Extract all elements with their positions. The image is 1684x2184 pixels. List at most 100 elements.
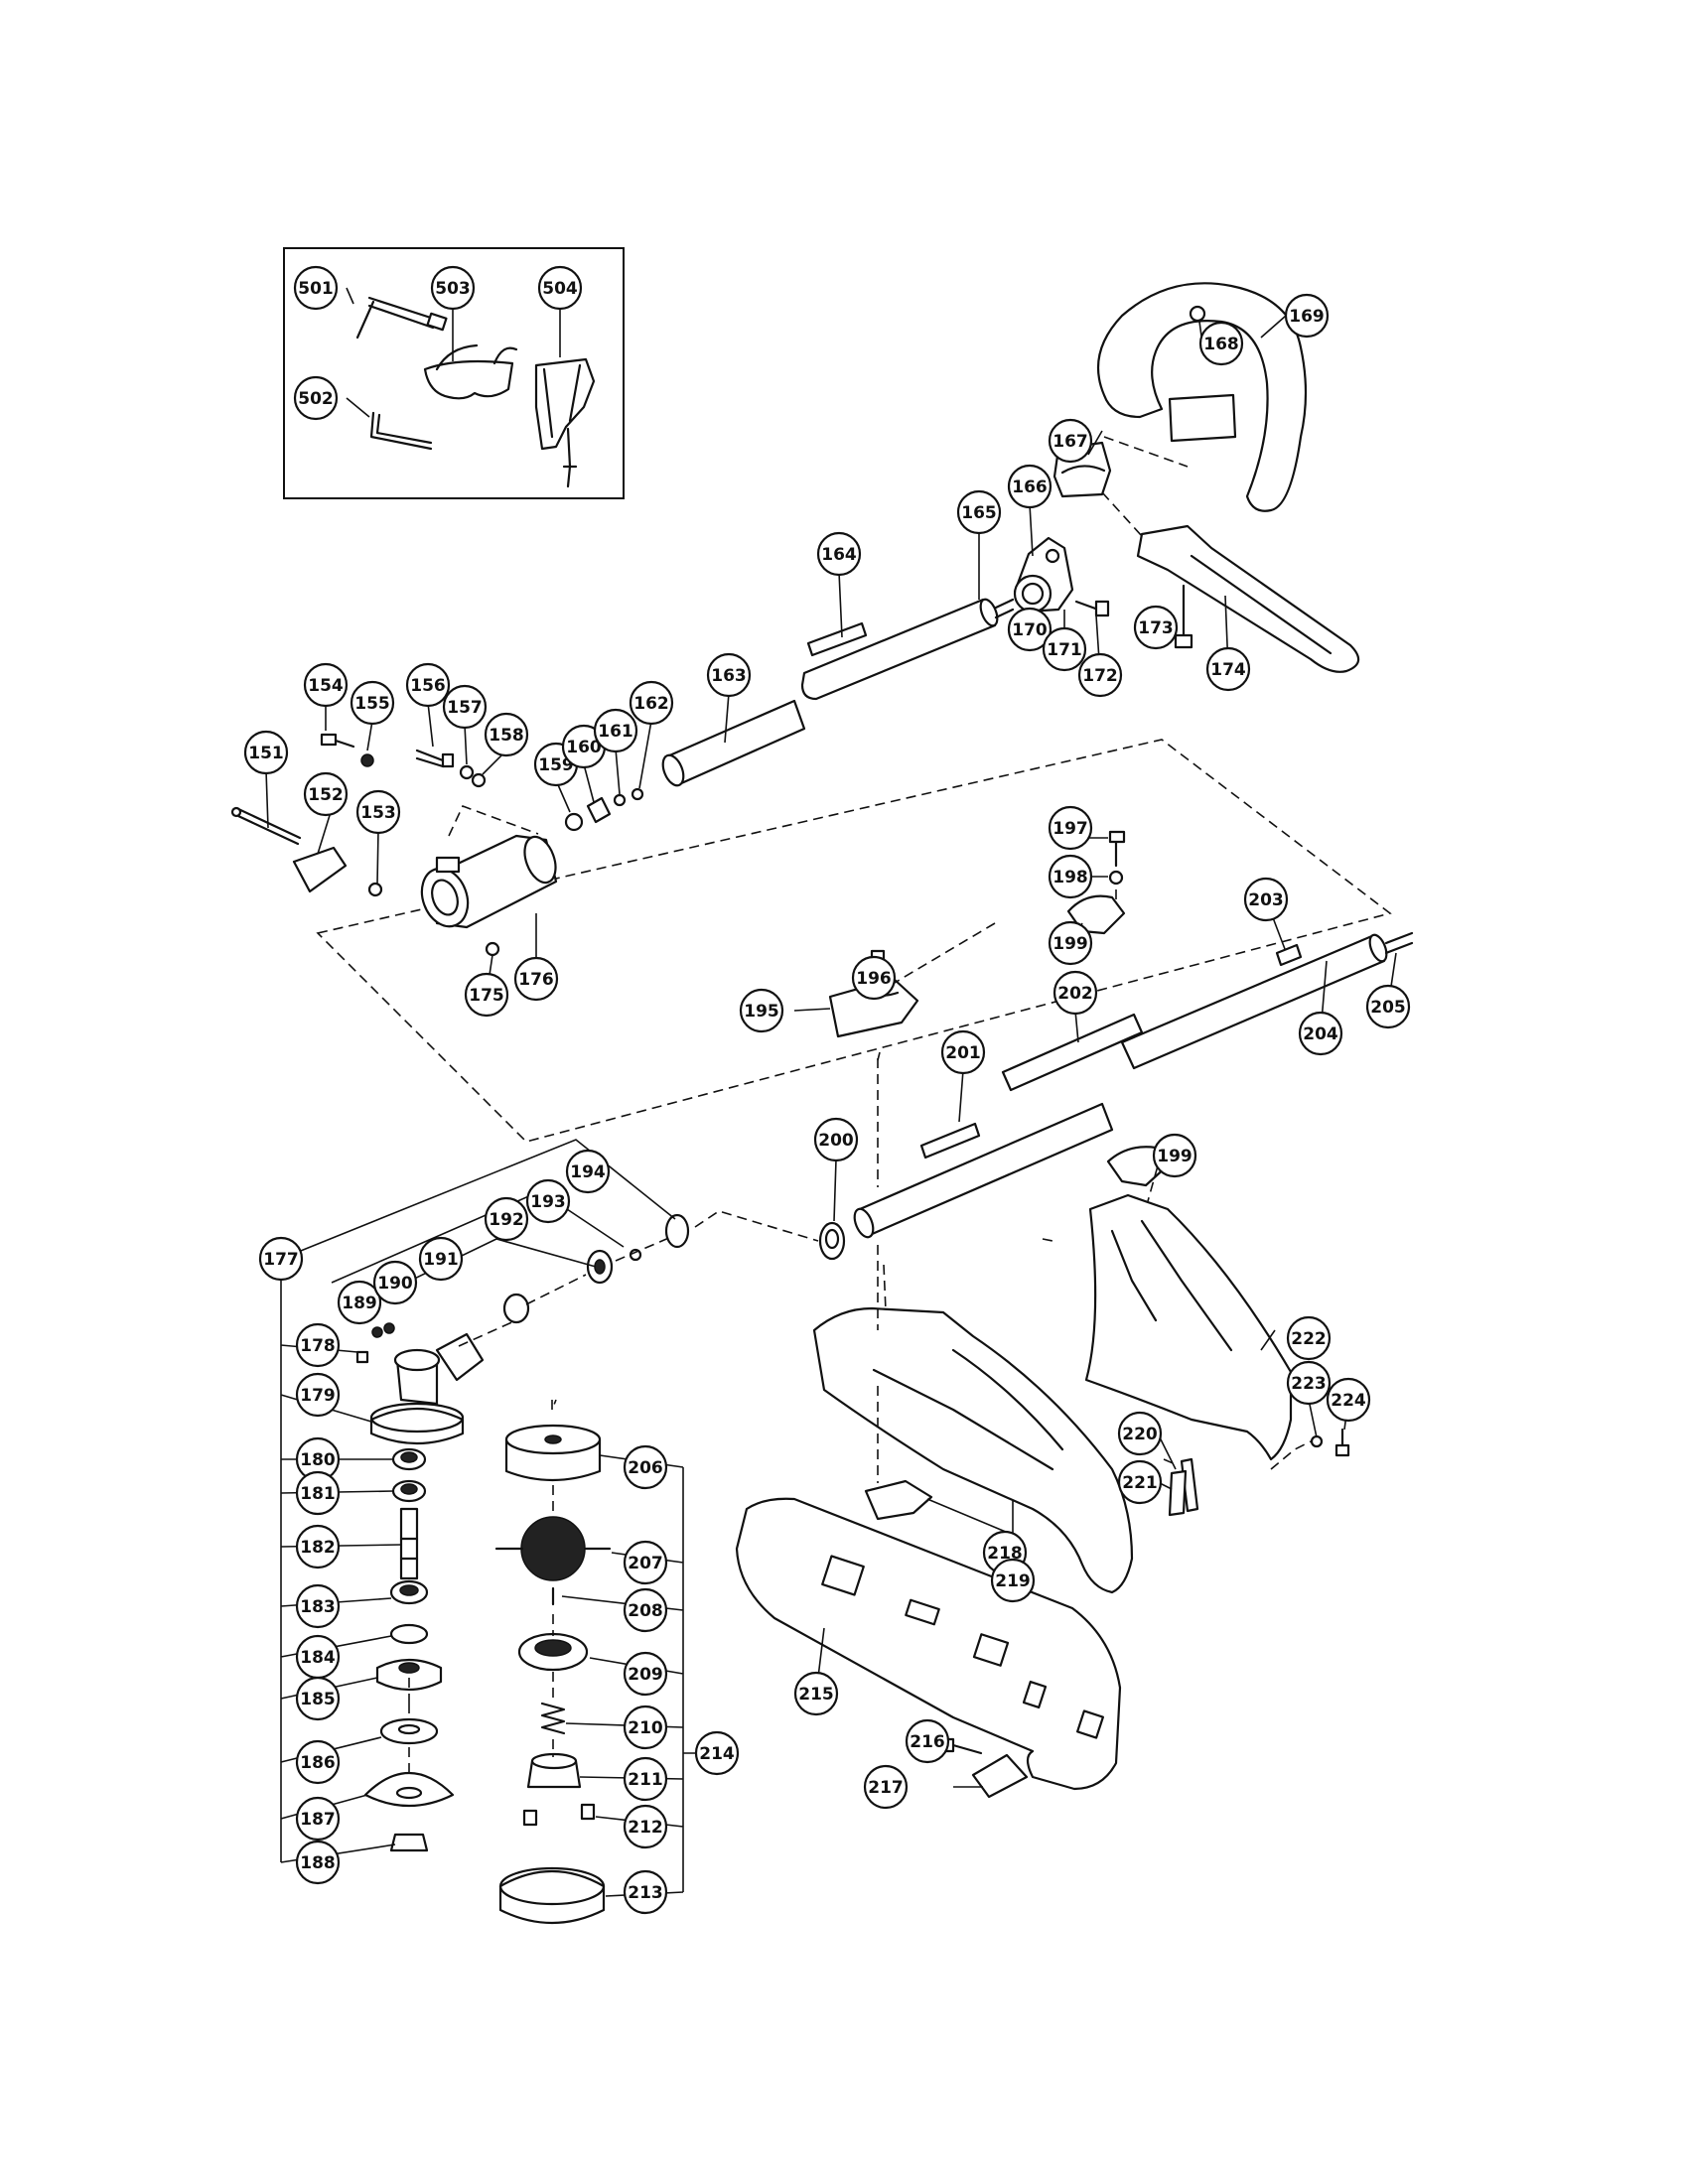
callout-label: 170 <box>1012 620 1048 640</box>
bearing-180 <box>391 1447 427 1471</box>
callout-203: 203 <box>1243 877 1289 922</box>
callout-label: 153 <box>360 803 396 823</box>
callout-label: 186 <box>300 1753 336 1773</box>
callout-circle <box>418 1236 464 1282</box>
callout-184: 184 <box>295 1634 341 1680</box>
callout-205: 205 <box>1365 984 1411 1029</box>
o-ring-194 <box>664 1213 690 1249</box>
callout-circle <box>484 712 529 757</box>
callout-label: 208 <box>628 1601 663 1621</box>
callout-155: 155 <box>350 680 395 726</box>
safety-glasses <box>423 343 518 400</box>
callout-214: 214 <box>694 1730 740 1776</box>
callout-circle <box>303 771 349 817</box>
spring-210 <box>540 1702 566 1735</box>
callout-label: 151 <box>248 744 284 763</box>
callout-162: 162 <box>629 680 674 726</box>
callout-circle <box>990 1558 1036 1603</box>
callout-label: 166 <box>1012 478 1048 497</box>
callout-circle <box>623 1444 668 1490</box>
callout-circle <box>293 265 339 311</box>
drive-cable-202 <box>1001 1013 1144 1092</box>
callout-label: 173 <box>1138 618 1174 638</box>
callout-circle <box>1117 1459 1163 1505</box>
callout-circle <box>706 652 752 698</box>
handle-bolt-173 <box>1174 584 1193 649</box>
callout-label: 168 <box>1203 335 1239 354</box>
circlip-184 <box>389 1623 429 1645</box>
callout-label: 185 <box>300 1690 336 1709</box>
callout-circle <box>1117 1411 1163 1456</box>
callout-224: 224 <box>1326 1377 1371 1423</box>
loop-handle <box>1096 282 1308 512</box>
callout-156: 156 <box>405 662 451 708</box>
screw-151 <box>230 806 302 846</box>
callout-165: 165 <box>956 489 1002 535</box>
callout-222: 222 <box>1286 1315 1332 1361</box>
callout-label: 190 <box>377 1274 413 1294</box>
bearing-183 <box>389 1579 429 1605</box>
callout-152: 152 <box>303 771 349 817</box>
spindle-182 <box>399 1507 419 1580</box>
callout-210: 210 <box>623 1705 668 1750</box>
callout-circle <box>1077 652 1123 698</box>
callout-circle <box>1298 1011 1343 1056</box>
callout-label: 196 <box>856 969 892 989</box>
callout-213: 213 <box>623 1869 668 1915</box>
eyelet-212 <box>580 1803 596 1821</box>
callout-circle <box>1286 1315 1332 1361</box>
callout-178: 178 <box>295 1322 341 1368</box>
callout-label: 195 <box>744 1002 779 1022</box>
screw-156 <box>415 749 455 768</box>
callout-label: 188 <box>300 1853 336 1873</box>
callout-circle <box>537 265 583 311</box>
lower-shaft-200 <box>853 1102 1114 1239</box>
callout-label: 194 <box>570 1162 606 1182</box>
callout-circle <box>405 662 451 708</box>
bearing-cup-185 <box>375 1658 443 1692</box>
callout-label: 179 <box>300 1386 336 1406</box>
gear-case-179 <box>369 1332 485 1445</box>
callout-circle <box>1286 1360 1332 1406</box>
callout-501: 501 <box>293 265 339 311</box>
callout-154: 154 <box>303 662 349 708</box>
nut-155 <box>360 753 374 767</box>
callout-197: 197 <box>1048 805 1093 851</box>
shaft-label-203 <box>1275 943 1303 967</box>
callout-circle <box>593 708 638 753</box>
leader-lines <box>265 287 1397 1897</box>
callout-circle <box>295 1796 341 1842</box>
shaft-label-201 <box>919 1122 981 1160</box>
callout-circle <box>1007 464 1052 509</box>
bushing-200 <box>818 1221 846 1261</box>
callout-220: 220 <box>1117 1411 1163 1456</box>
callout-circle <box>1048 854 1093 899</box>
callout-label: 155 <box>354 694 390 714</box>
callout-200: 200 <box>813 1117 859 1162</box>
collar-bolt-172 <box>1074 600 1110 617</box>
callout-188: 188 <box>295 1840 341 1885</box>
nut-175 <box>485 941 500 957</box>
callout-circle <box>863 1764 909 1810</box>
callout-label: 207 <box>628 1554 663 1573</box>
callout-167: 167 <box>1048 418 1093 464</box>
callout-circle <box>1243 877 1289 922</box>
callout-209: 209 <box>623 1651 668 1697</box>
callout-175: 175 <box>464 972 509 1018</box>
guard-215 <box>735 1497 1122 1791</box>
callout-circle <box>1048 805 1093 851</box>
callout-label: 502 <box>298 389 334 409</box>
adapter-211 <box>526 1752 582 1789</box>
callout-circle <box>623 1651 668 1697</box>
callout-circle <box>940 1029 986 1075</box>
callout-157: 157 <box>442 684 488 730</box>
callout-219: 219 <box>990 1558 1036 1603</box>
callout-circle <box>623 1804 668 1849</box>
callout-173: 173 <box>1133 605 1179 650</box>
callout-172: 172 <box>1077 652 1123 698</box>
callout-label: 199 <box>1157 1147 1193 1166</box>
callout-177: 177 <box>258 1236 304 1282</box>
callout-503: 503 <box>430 265 476 311</box>
callout-label: 191 <box>423 1250 459 1270</box>
